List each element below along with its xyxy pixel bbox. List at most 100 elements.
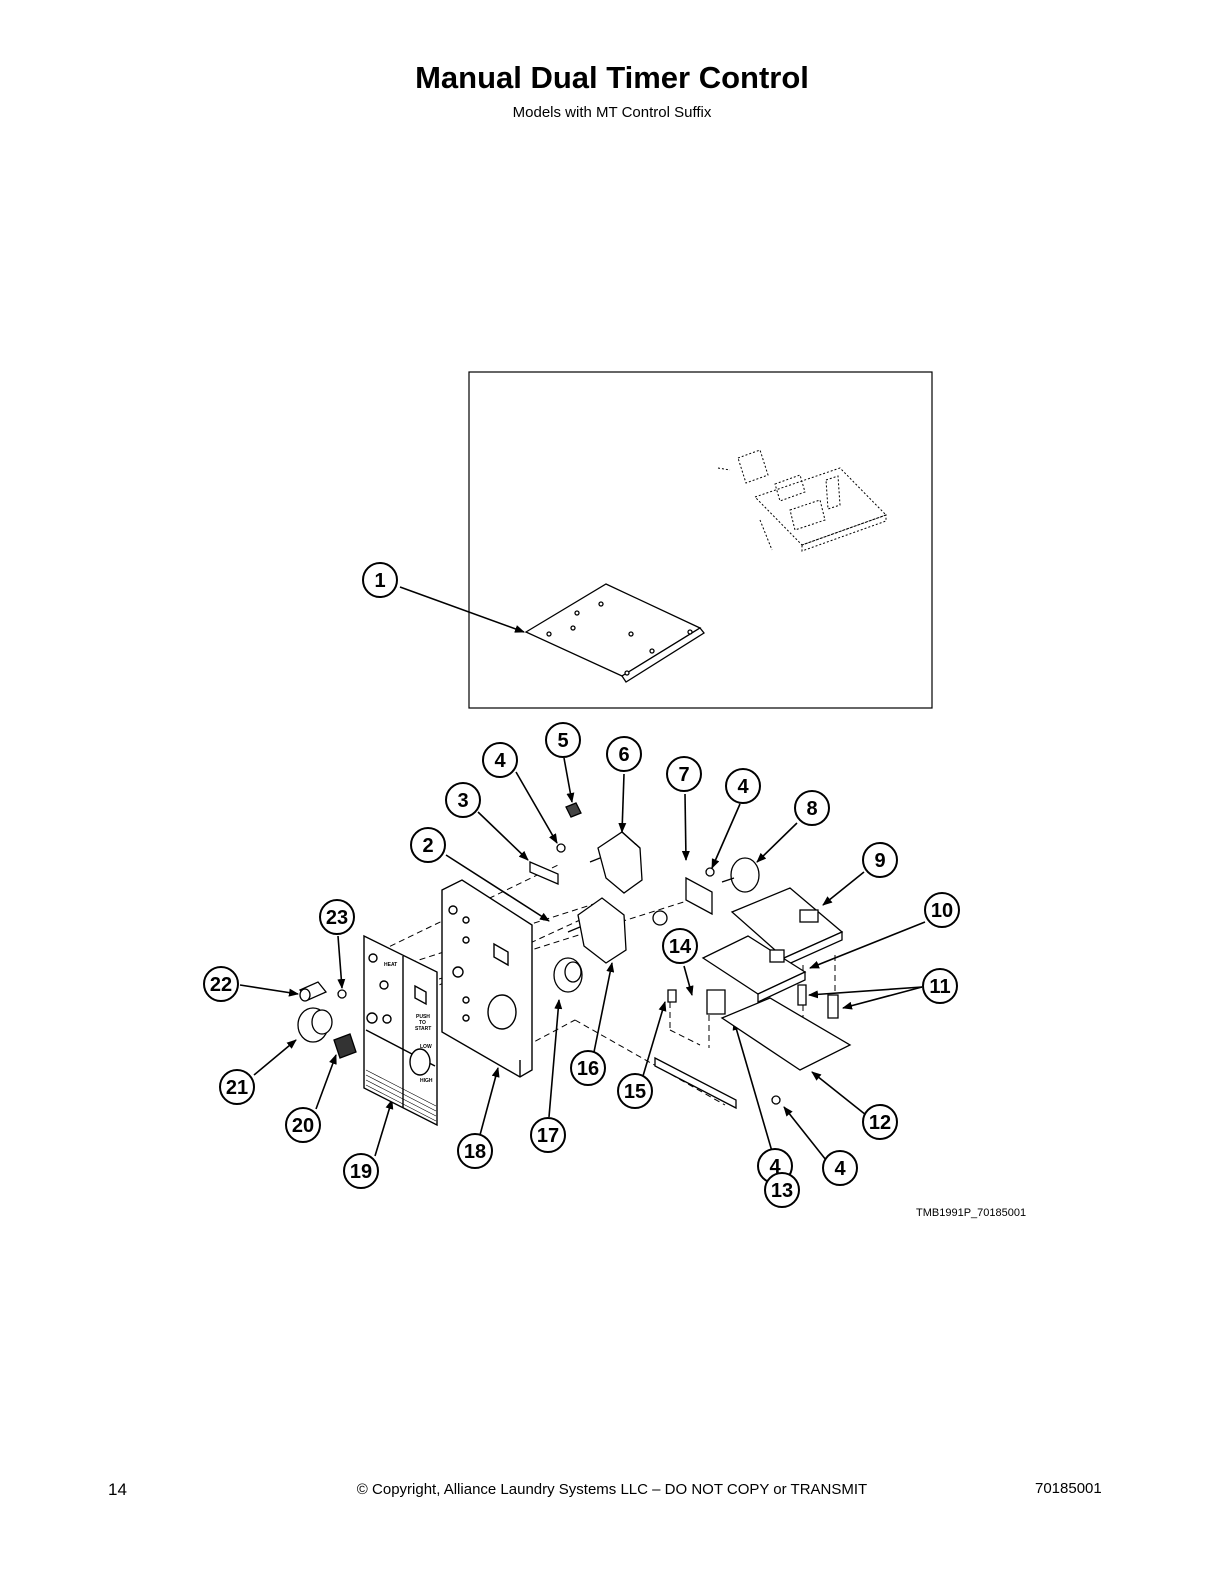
callout-label: 14: [669, 936, 692, 958]
callout-circle: [822, 1150, 858, 1186]
knob-screw-part: [297, 981, 357, 1059]
callout-circle: [617, 1073, 653, 1109]
callout-label: 20: [292, 1115, 314, 1137]
callout-label: 7: [678, 764, 689, 786]
callout-circle: [457, 1133, 493, 1169]
callout-label: 18: [464, 1141, 486, 1163]
callout-circle: [666, 756, 702, 792]
callout-label: 3: [457, 790, 468, 812]
callout-label: 19: [350, 1161, 372, 1183]
callout-label: 15: [624, 1081, 646, 1103]
callout-label: 1: [374, 570, 385, 592]
overlay-to-text: TO: [419, 1020, 426, 1026]
callout-label: 5: [557, 730, 568, 752]
callout-19: 19: [343, 1153, 379, 1189]
inset-frame: [468, 371, 933, 709]
callout-9: 9: [862, 842, 898, 878]
callout-circle: [794, 790, 830, 826]
callout-circle: [606, 736, 642, 772]
callout-circle: [725, 768, 761, 804]
callout-21: 21: [219, 1069, 255, 1105]
small-bracket-part: [529, 802, 582, 885]
mounting-plate-part: [524, 583, 705, 683]
callout-label: 10: [931, 900, 953, 922]
callout-label: 4: [494, 750, 506, 772]
callout-label: 22: [210, 974, 232, 996]
callout-6: 6: [606, 736, 642, 772]
callout-7: 7: [666, 756, 702, 792]
callout-circle: [445, 782, 481, 818]
callout-4: 4: [482, 742, 518, 778]
circuit-board-part: [701, 887, 844, 1004]
callout-11: 11: [922, 968, 958, 1004]
callout-circle: [862, 1104, 898, 1140]
callout-label: 8: [806, 798, 817, 820]
page-number: 14: [108, 1480, 127, 1499]
callout-circle: [545, 722, 581, 758]
callout-label: 9: [874, 850, 885, 872]
timer-knob-part: [553, 957, 583, 993]
callout-20: 20: [285, 1107, 321, 1143]
callout-circle: [570, 1050, 606, 1086]
callout-circle: [410, 827, 446, 863]
callout-23: 23: [319, 899, 355, 935]
callout-circle: [922, 968, 958, 1004]
callout-circle: [319, 899, 355, 935]
callout-label: 4: [834, 1158, 846, 1180]
base-plate-part: [654, 984, 852, 1110]
overlay-start-text: START: [415, 1026, 431, 1032]
document-number: 70185001: [1035, 1480, 1102, 1497]
callout-2: 2: [410, 827, 446, 863]
callout-18: 18: [457, 1133, 493, 1169]
callout-label: 4: [737, 776, 749, 798]
page-title: Manual Dual Timer Control: [415, 60, 809, 95]
callout-3: 3: [445, 782, 481, 818]
callout-label: 17: [537, 1125, 559, 1147]
callout-circle: [482, 742, 518, 778]
control-panel-bracket-part: [441, 879, 533, 1078]
callout-circle: [343, 1153, 379, 1189]
callout-5: 5: [545, 722, 581, 758]
callout-12: 12: [862, 1104, 898, 1140]
callout-circle: [219, 1069, 255, 1105]
callout-16: 16: [570, 1050, 606, 1086]
callout-label: 23: [326, 907, 348, 929]
control-overlay-part: [363, 934, 438, 1127]
callout-circle: [285, 1107, 321, 1143]
timer-motor-part: [567, 831, 668, 964]
callout-label: 11: [929, 976, 950, 998]
callout-8: 8: [794, 790, 830, 826]
callout-label: 13: [771, 1180, 793, 1202]
callout-label: 12: [869, 1112, 891, 1134]
callout-label: 2: [422, 835, 433, 857]
callout-circle: [203, 966, 239, 1002]
callout-17: 17: [530, 1117, 566, 1153]
overlay-high-text: HIGH: [420, 1078, 433, 1084]
inset-ghost-board: [717, 449, 887, 552]
figure-id: TMB1991P_70185001: [916, 1207, 1027, 1219]
callout-circle: [362, 562, 398, 598]
callout-1: 1: [362, 562, 398, 598]
callout-14: 14: [662, 928, 698, 964]
callout-15: 15: [617, 1073, 653, 1109]
callout-circle: [862, 842, 898, 878]
callout-circle: [662, 928, 698, 964]
callout-13: 13: [764, 1172, 800, 1208]
callout-label: 6: [618, 744, 629, 766]
overlay-heat-text: HEAT: [384, 962, 397, 968]
callout-circle: [530, 1117, 566, 1153]
copyright-notice: © Copyright, Alliance Laundry Systems LL…: [356, 1481, 868, 1498]
callout-circle: [924, 892, 960, 928]
callout-label: 21: [226, 1077, 248, 1099]
callout-circle: [764, 1172, 800, 1208]
overlay-text-group: HEAT PUSH TO START LOW HIGH: [384, 962, 433, 1084]
callout-label: 16: [577, 1058, 599, 1080]
callout-22: 22: [203, 966, 239, 1002]
page-subtitle: Models with MT Control Suffix: [512, 104, 712, 121]
callout-4: 4: [822, 1150, 858, 1186]
callout-10: 10: [924, 892, 960, 928]
callout-4: 4: [725, 768, 761, 804]
overlay-push-text: PUSH: [416, 1014, 430, 1020]
